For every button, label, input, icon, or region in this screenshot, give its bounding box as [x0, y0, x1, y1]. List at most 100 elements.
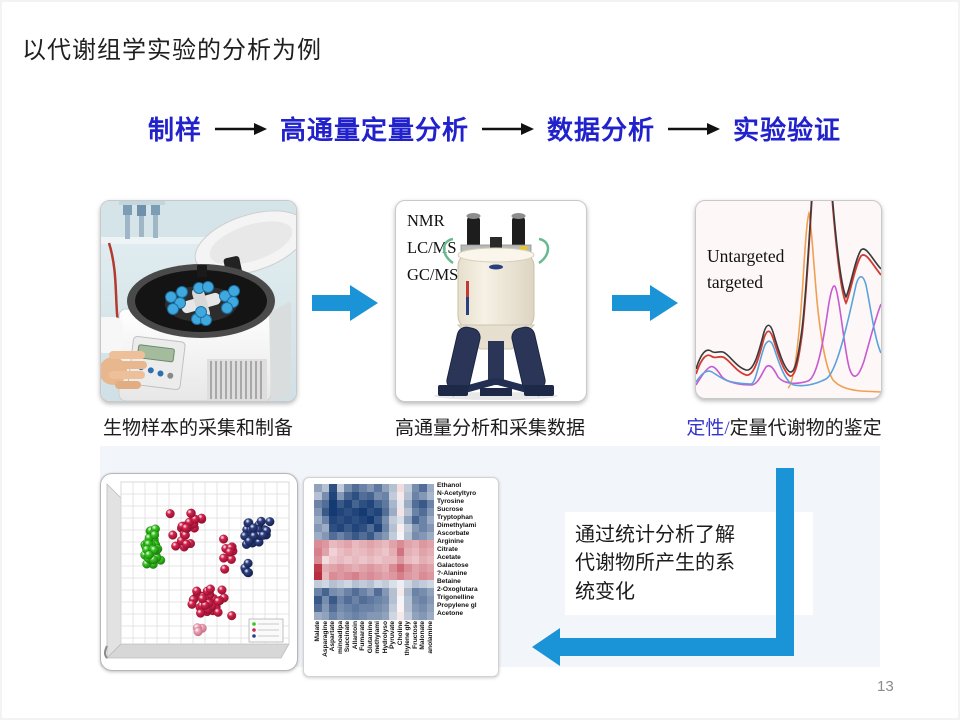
heatmap-cell: [314, 556, 322, 564]
heatmap-cell: [321, 532, 329, 540]
heatmap-row-label: Trigonelline: [437, 594, 475, 601]
heatmap-cell: [404, 580, 412, 588]
heatmap-cell: [344, 612, 352, 620]
heatmap-cell: [381, 500, 389, 508]
heatmap-col-label: Succinate: [344, 621, 351, 653]
heatmap-cell: [389, 612, 397, 620]
heatmap-cell: [344, 604, 352, 612]
heatmap-cell: [359, 540, 367, 548]
heatmap-row-label: Arginine: [437, 538, 464, 545]
heatmap-cell: [381, 548, 389, 556]
chromatogram-panel: Untargeted targeted: [695, 200, 882, 399]
heatmap-cell: [404, 524, 412, 532]
heatmap-cell: [366, 516, 374, 524]
heatmap-cell: [351, 588, 359, 596]
heatmap-cell: [314, 492, 322, 500]
heatmap-cell: [336, 572, 344, 580]
scatter-point: [213, 607, 223, 617]
heatmap-cell: [389, 516, 397, 524]
heatmap-cell: [321, 548, 329, 556]
heatmap-cell: [321, 588, 329, 596]
heatmap-cell: [321, 556, 329, 564]
heatmap-cell: [344, 540, 352, 548]
heatmap-cell: [344, 500, 352, 508]
heatmap-cell: [419, 580, 427, 588]
scatter-point: [265, 517, 275, 527]
heatmap-cell: [359, 572, 367, 580]
statistics-note: 通过统计分析了解 代谢物所产生的系 统变化: [565, 512, 813, 616]
heatmap-cell: [374, 508, 382, 516]
heatmap-cell: [389, 508, 397, 516]
heatmap-cell: [404, 604, 412, 612]
heatmap-cell: [389, 484, 397, 492]
heatmap-cell: [381, 532, 389, 540]
heatmap-cell: [351, 572, 359, 580]
heatmap-cell: [329, 596, 337, 604]
heatmap-cell: [344, 580, 352, 588]
heatmap-cell: [351, 564, 359, 572]
heatmap-row-label: Tryptophan: [437, 514, 473, 521]
heatmap-cell: [411, 596, 419, 604]
scatter-point: [217, 585, 227, 595]
heatmap-cell: [426, 612, 434, 620]
heatmap-cell: [336, 516, 344, 524]
heatmap-row-label: Citrate: [437, 546, 458, 553]
heatmap-cell: [321, 500, 329, 508]
heatmap-cell: [396, 580, 404, 588]
heatmap-cell: [314, 548, 322, 556]
heatmap-cell: [314, 484, 322, 492]
heatmap-cell: [336, 524, 344, 532]
heatmap-cell: [381, 564, 389, 572]
scatter-point: [219, 553, 229, 563]
heatmap-cell: [396, 500, 404, 508]
heatmap-cell: [419, 500, 427, 508]
heatmap-cell: [336, 548, 344, 556]
heatmap-cell: [329, 484, 337, 492]
heatmap-cell: [359, 500, 367, 508]
heatmap-cell: [359, 524, 367, 532]
heatmap-cell: [396, 516, 404, 524]
heatmap-cell: [321, 596, 329, 604]
heatmap-cell: [366, 604, 374, 612]
heatmap-cell: [314, 540, 322, 548]
heatmap-cell: [344, 596, 352, 604]
heatmap-cell: [329, 556, 337, 564]
heatmap-cell: [366, 556, 374, 564]
heatmap-cell: [314, 604, 322, 612]
heatmap-cell: [381, 604, 389, 612]
scatter-point: [220, 564, 230, 574]
heatmap-cell: [374, 540, 382, 548]
heatmap-cell: [381, 492, 389, 500]
heatmap-cell: [321, 524, 329, 532]
heatmap-cell: [336, 596, 344, 604]
heatmap-cell: [426, 588, 434, 596]
heatmap-cell: [344, 524, 352, 532]
heatmap-cell: [359, 580, 367, 588]
heatmap-cell: [351, 596, 359, 604]
scatter-point: [244, 536, 254, 546]
scatter-point: [196, 608, 206, 618]
heatmap-cell: [351, 604, 359, 612]
heatmap-cell: [389, 532, 397, 540]
heatmap-cell: [351, 500, 359, 508]
heatmap-cell: [366, 484, 374, 492]
heatmap-col-label: Fructose: [411, 621, 419, 649]
heatmap-cell: [404, 484, 412, 492]
caption-qualitative-highlight: 定性/: [686, 418, 730, 439]
heatmap-cell: [381, 516, 389, 524]
heatmap-cell: [329, 500, 337, 508]
heatmap-cell: [404, 516, 412, 524]
heatmap-cell: [404, 508, 412, 516]
heatmap-cell: [396, 508, 404, 516]
arrow-right-icon: [312, 285, 378, 321]
heatmap-cell: [411, 564, 419, 572]
heatmap-cell: [426, 604, 434, 612]
heatmap-cell: [411, 580, 419, 588]
heatmap-cell: [321, 492, 329, 500]
heatmap-col-label: Allantoin: [351, 621, 359, 650]
scatter-point: [219, 534, 229, 544]
heatmap-cell: [344, 588, 352, 596]
heatmap-cell: [419, 540, 427, 548]
heatmap-cell: [411, 500, 419, 508]
